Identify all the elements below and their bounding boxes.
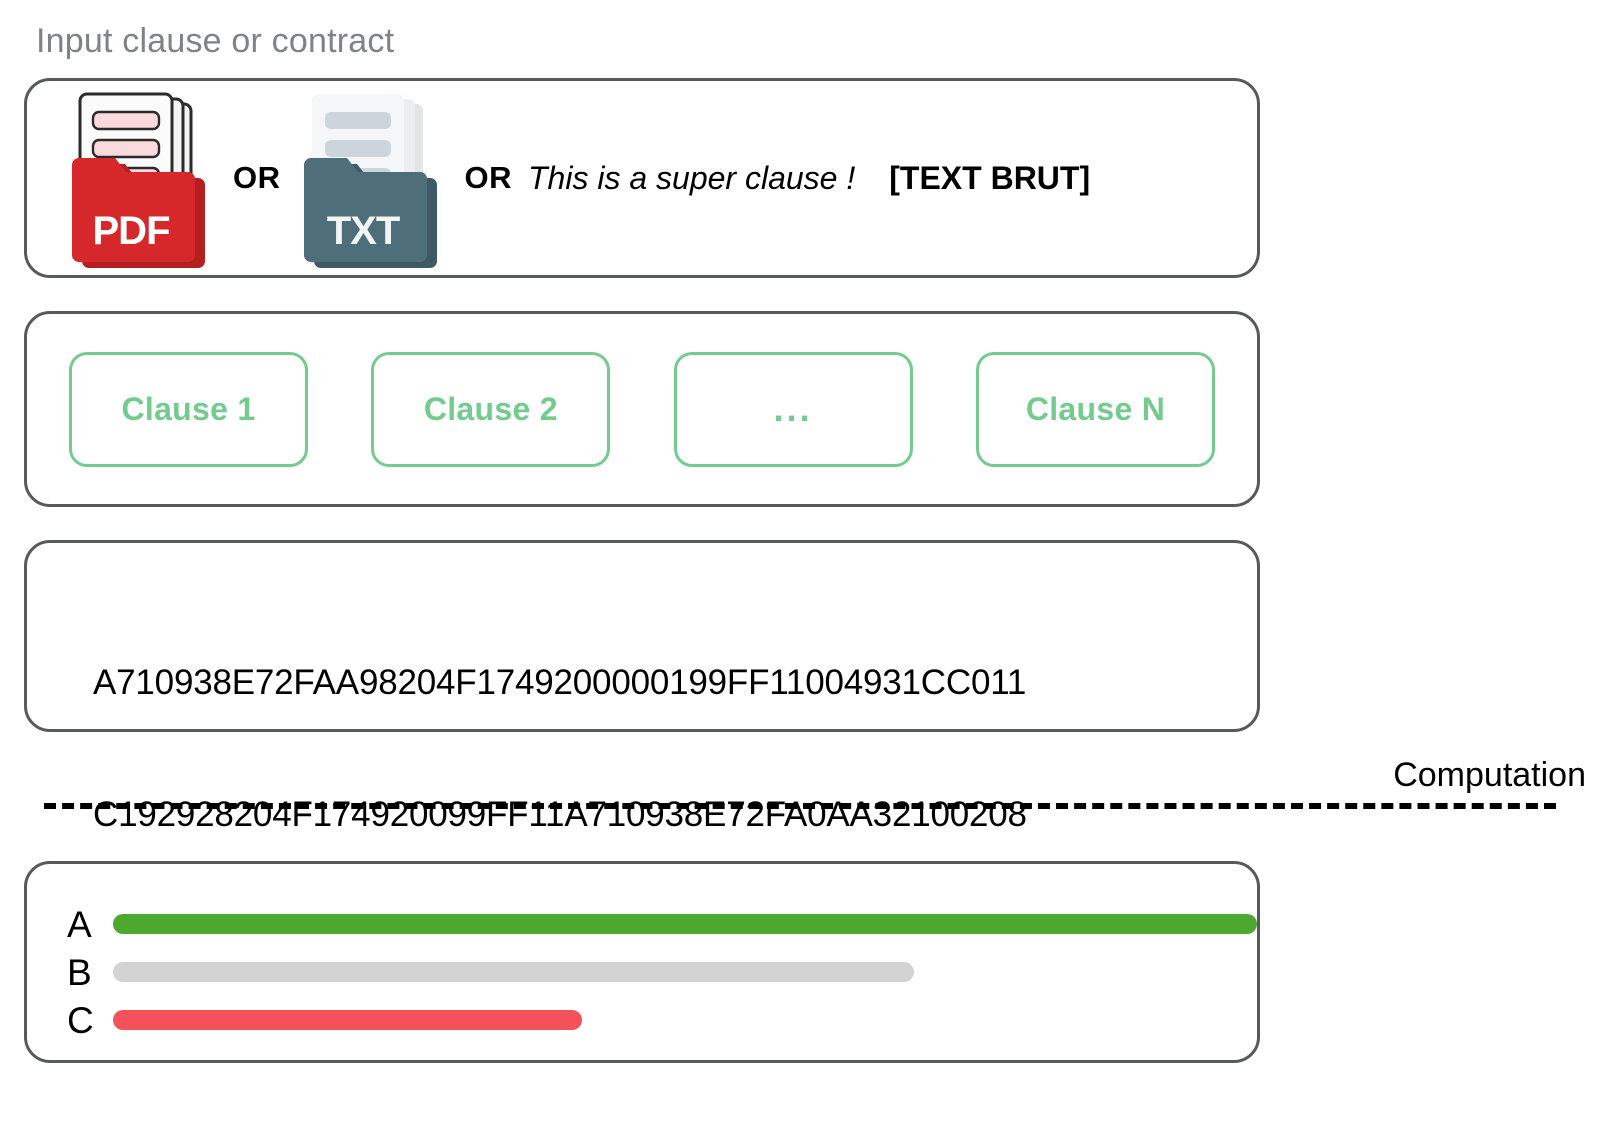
svg-text:PDF: PDF (93, 209, 170, 253)
pdf-file-icon[interactable]: PDF (65, 88, 217, 268)
hash-output-panel: A710938E72FAA98204F1749200000199FF110049… (24, 540, 1260, 966)
clause-chip-1[interactable]: Clause 1 (69, 351, 308, 467)
input-section-heading: Input clause or contract (36, 22, 395, 60)
clause-list-panel: Clause 1 Clause 2 ... Clause N (24, 311, 1260, 507)
clause-chip-2[interactable]: Clause 2 (371, 351, 611, 467)
txt-file-icon[interactable]: TXT (297, 88, 449, 268)
bar-label-a: A (67, 903, 92, 945)
results-panel: A B C (24, 861, 1260, 1063)
bar-fill-c (113, 1010, 583, 1030)
bar-row-c: C (67, 996, 1257, 1044)
bar-label-c: C (67, 999, 94, 1041)
bar-row-a: A (67, 900, 1257, 948)
input-options-panel: PDF OR TXT OR This is a s (24, 78, 1260, 278)
raw-text-tag: [TEXT BRUT] (889, 159, 1091, 196)
computation-label: Computation (1393, 756, 1586, 794)
bar-row-b: B (67, 948, 1257, 996)
computation-divider-line (44, 803, 1556, 809)
bar-label-b: B (67, 951, 92, 993)
hash-line-2: C192928204F174920099FF11A710938E72FA0AA3… (93, 795, 1027, 834)
clause-chip-ellipsis[interactable]: ... (673, 351, 913, 467)
clause-chip-row: Clause 1 Clause 2 ... Clause N (27, 314, 1257, 504)
bar-track-b (113, 962, 1257, 982)
bar-track-c (113, 1010, 1257, 1030)
bar-track-a (113, 914, 1257, 934)
hash-line-1: A710938E72FAA98204F1749200000199FF110049… (93, 663, 1027, 702)
input-options-row: PDF OR TXT OR This is a s (27, 81, 1257, 275)
bar-fill-a (113, 914, 1257, 934)
svg-text:TXT: TXT (326, 209, 399, 253)
or-separator-2: OR (464, 160, 512, 195)
bar-chart: A B C (27, 864, 1257, 1060)
sample-clause-text: This is a super clause ! (528, 159, 856, 196)
bar-fill-b (113, 962, 914, 982)
or-separator-1: OR (233, 160, 281, 195)
clause-chip-n[interactable]: Clause N (975, 351, 1215, 467)
